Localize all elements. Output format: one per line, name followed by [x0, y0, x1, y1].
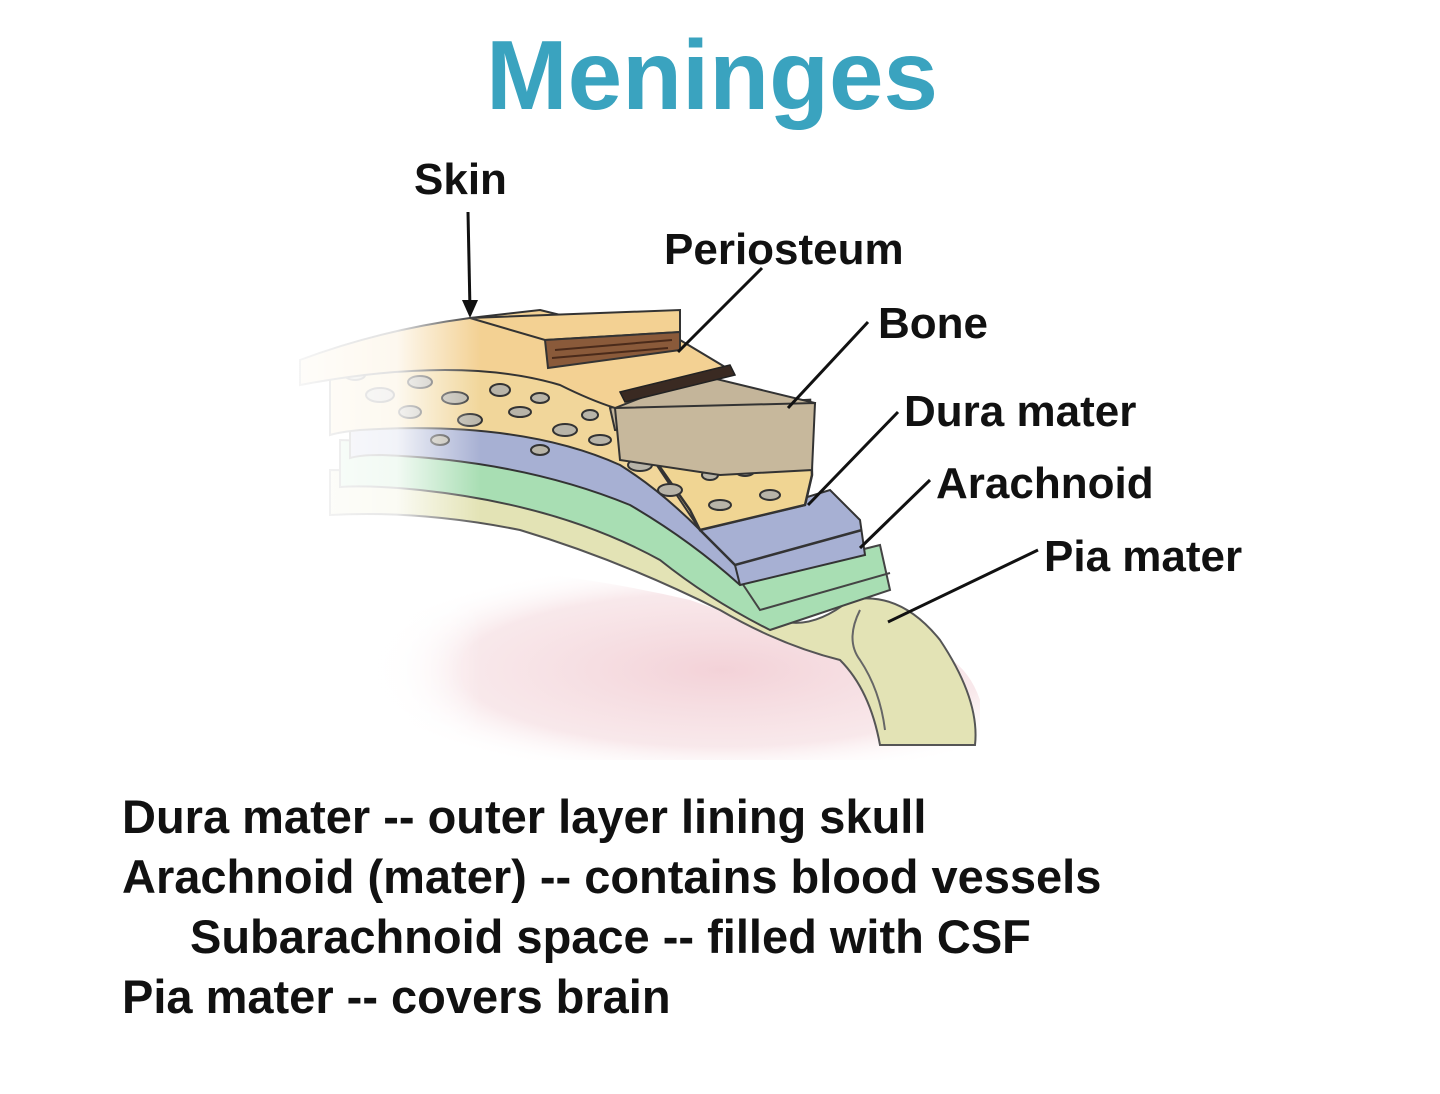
label-bone: Bone — [878, 299, 988, 348]
note-dura-mater: Dura mater -- outer layer lining skull — [122, 790, 927, 843]
pia-leader — [887, 548, 1039, 624]
bone-leader — [786, 320, 870, 410]
diagram-title: Meninges — [486, 20, 938, 130]
left-fade-overlay — [250, 280, 670, 780]
dura-leader — [806, 410, 900, 507]
label-dura-mater: Dura mater — [904, 387, 1137, 436]
label-skin: Skin — [414, 155, 507, 204]
description-notes: Dura mater -- outer layer lining skull A… — [122, 787, 1322, 1027]
skin-arrowhead — [462, 300, 478, 318]
label-periosteum: Periosteum — [664, 225, 904, 274]
note-subarachnoid-space: Subarachnoid space -- filled with CSF — [190, 910, 1031, 963]
label-arachnoid: Arachnoid — [936, 459, 1154, 508]
arachnoid-leader — [858, 478, 932, 550]
skin-leader — [466, 211, 472, 311]
label-pia-mater: Pia mater — [1044, 532, 1243, 581]
leader-lines — [462, 211, 1039, 624]
periosteum-leader — [676, 266, 764, 354]
note-arachnoid: Arachnoid (mater) -- contains blood vess… — [122, 850, 1102, 903]
note-pia-mater: Pia mater -- covers brain — [122, 970, 671, 1023]
